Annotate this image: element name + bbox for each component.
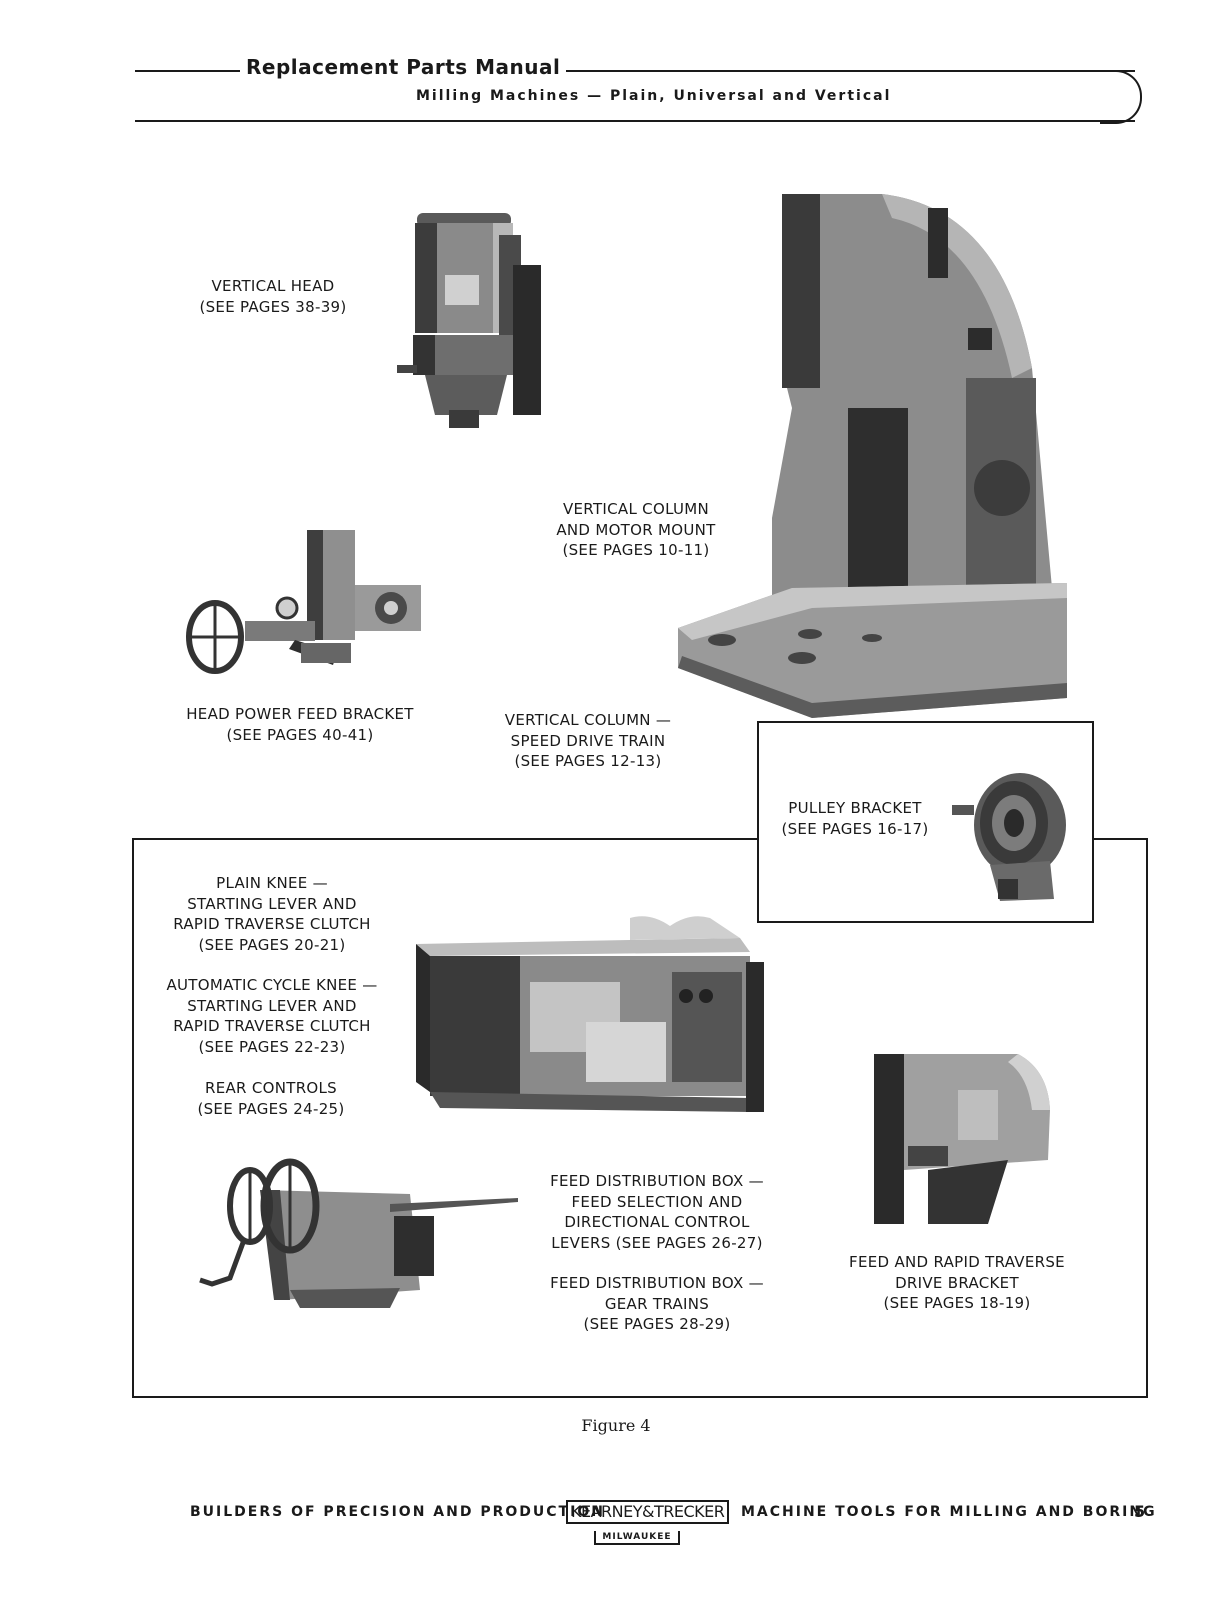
- caption-vertical-column-speed-drive: VERTICAL COLUMN — SPEED DRIVE TRAIN (SEE…: [504, 711, 672, 770]
- caption-rear-controls: REAR CONTROLS (SEE PAGES 24-25): [197, 1079, 345, 1118]
- caption-automatic-cycle-knee: AUTOMATIC CYCLE KNEE — STARTING LEVER AN…: [166, 976, 378, 1056]
- figure-caption: Figure 4: [581, 1416, 651, 1435]
- header-rule-bottom: [135, 120, 1135, 122]
- vertical-head-photo: [397, 213, 541, 428]
- vertical-column-photo: [678, 194, 1067, 718]
- caption-pulley-bracket: PULLEY BRACKET (SEE PAGES 16-17): [781, 799, 929, 838]
- caption-feed-distribution-gears: FEED DISTRIBUTION BOX — GEAR TRAINS (SEE…: [550, 1274, 764, 1333]
- head-power-feed-bracket-photo: [186, 530, 421, 674]
- caption-feed-rapid-traverse-bracket: FEED AND RAPID TRAVERSE DRIVE BRACKET (S…: [849, 1253, 1065, 1312]
- page-number: 5: [1134, 1502, 1148, 1521]
- footer-left-text: BUILDERS OF PRECISION AND PRODUCTION: [190, 1504, 605, 1520]
- header-bracket-curve: [1100, 70, 1142, 124]
- caption-feed-distribution-levers: FEED DISTRIBUTION BOX — FEED SELECTION A…: [550, 1172, 764, 1252]
- knee-components-frame: [132, 838, 1148, 1398]
- caption-vertical-column-motor-mount: VERTICAL COLUMN AND MOTOR MOUNT (SEE PAG…: [556, 500, 716, 559]
- header-rule-top: [135, 70, 1135, 72]
- caption-plain-knee: PLAIN KNEE — STARTING LEVER AND RAPID TR…: [173, 874, 371, 954]
- manual-subtitle: Milling Machines — Plain, Universal and …: [416, 88, 892, 104]
- logo-sub-text: MILWAUKEE: [594, 1531, 680, 1545]
- pulley-bracket-photo-overlay: [952, 773, 1066, 901]
- manual-title: Replacement Parts Manual: [240, 55, 567, 79]
- logo-main-text: KEARNEY&TRECKER: [566, 1500, 730, 1524]
- feed-drive-bracket-photo: [874, 1054, 1050, 1224]
- knee-assembly-photo: [416, 916, 764, 1112]
- caption-head-power-feed-bracket: HEAD POWER FEED BRACKET (SEE PAGES 40-41…: [186, 705, 414, 744]
- caption-vertical-head: VERTICAL HEAD (SEE PAGES 38-39): [199, 277, 347, 316]
- kearney-trecker-logo: KEARNEY&TRECKER MILWAUKEE: [566, 1500, 730, 1545]
- rear-controls-photo: [199, 1158, 518, 1308]
- footer-right-text: MACHINE TOOLS FOR MILLING AND BORING: [741, 1504, 1157, 1520]
